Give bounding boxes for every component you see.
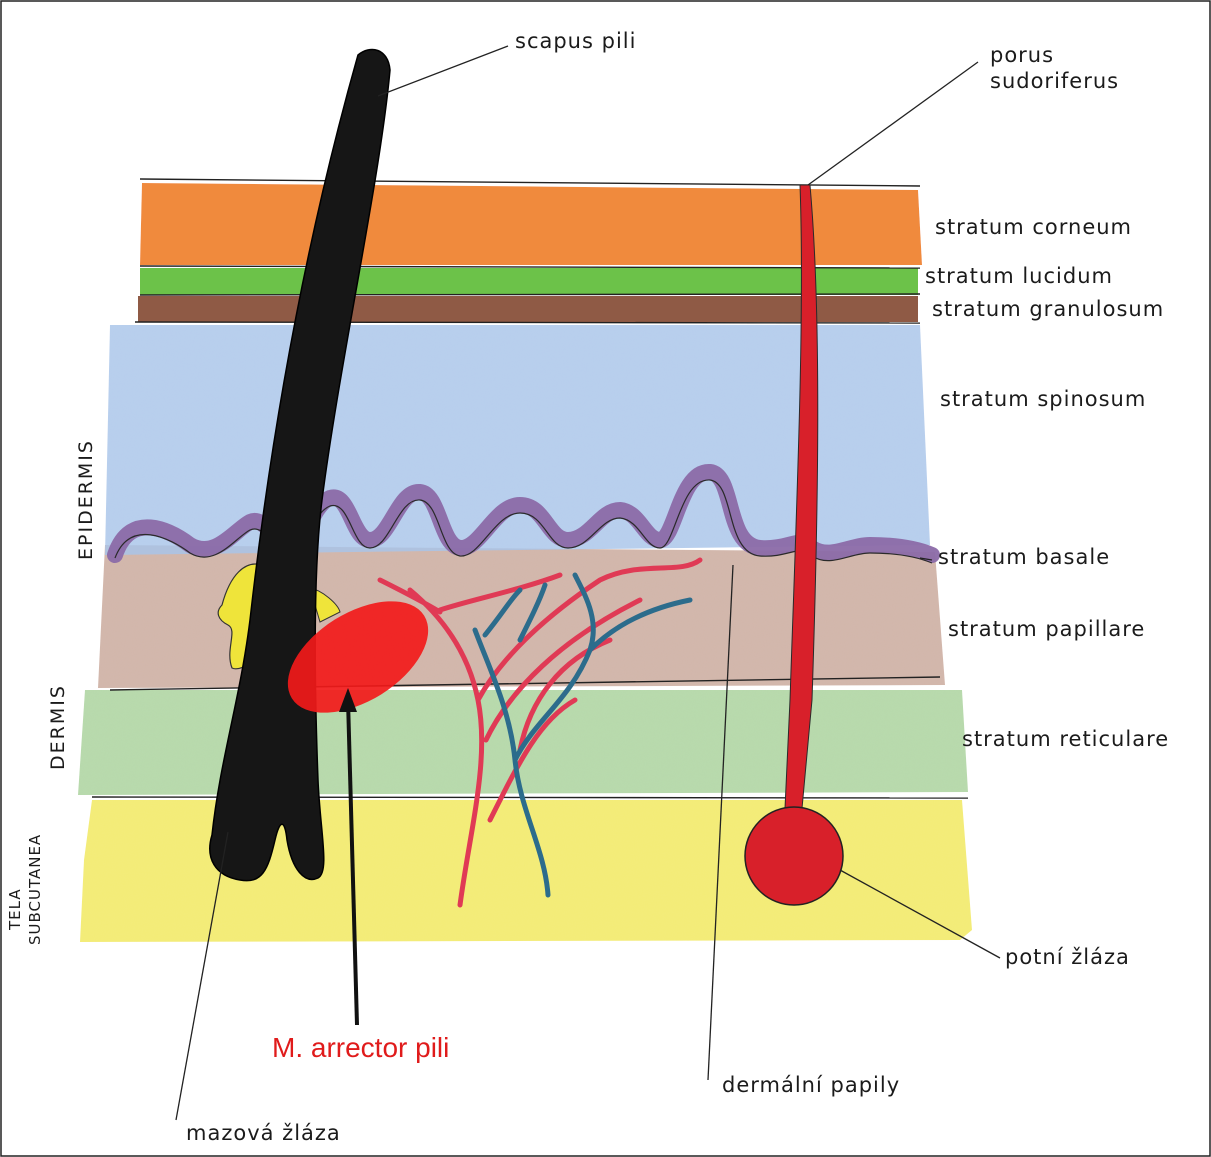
label-stratum-lucidum: stratum lucidum <box>925 264 1113 288</box>
label-dermalni-papily: dermální papily <box>722 1073 900 1097</box>
sweat-gland-coil <box>745 807 843 905</box>
label-stratum-granulosum: stratum granulosum <box>932 297 1164 321</box>
label-potni-zlaza: potní žláza <box>1005 945 1130 969</box>
label-scapus-pili: scapus pili <box>515 29 636 53</box>
label-stratum-basale: stratum basale <box>938 545 1110 569</box>
label-stratum-corneum: stratum corneum <box>935 215 1132 239</box>
side-label-epidermis: EPIDERMIS <box>75 439 97 560</box>
label-porus-line1: porus <box>990 43 1054 67</box>
label-stratum-papillare: stratum papillare <box>948 617 1145 641</box>
side-label-tela-line2: SUBCUTANEA <box>26 834 44 945</box>
label-porus-line2: sudoriferus <box>990 69 1119 93</box>
label-mazova-zlaza: mazová žláza <box>186 1121 341 1145</box>
side-label-tela-line1: TELA <box>6 888 24 931</box>
label-arrector-pili: M. arrector pili <box>272 1032 449 1063</box>
label-stratum-spinosum: stratum spinosum <box>940 387 1146 411</box>
side-label-dermis: DERMIS <box>47 684 69 770</box>
label-stratum-reticulare: stratum reticulare <box>962 727 1169 751</box>
